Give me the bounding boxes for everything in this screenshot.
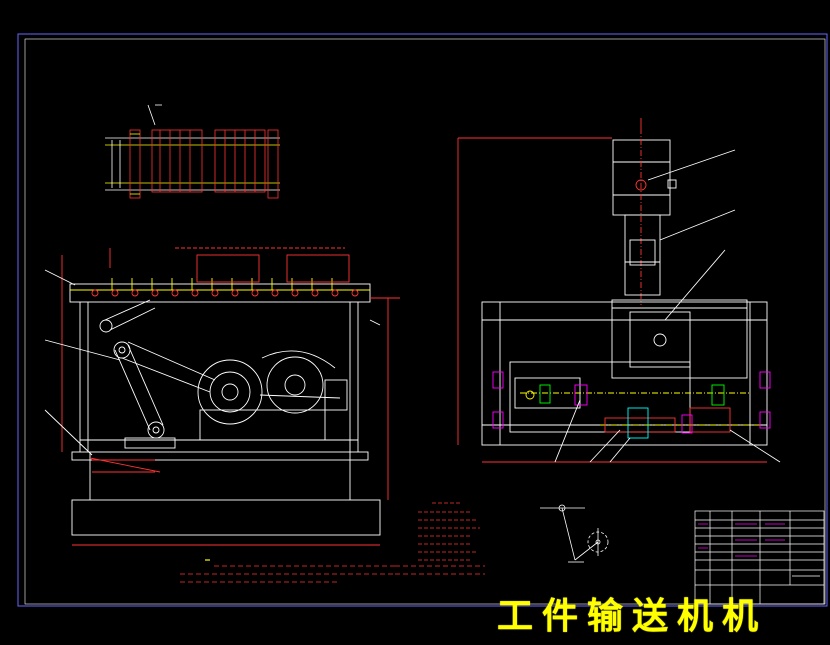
- top-view: [105, 104, 280, 199]
- mechanism-sketch: [540, 504, 609, 563]
- notes-block: [180, 559, 485, 583]
- drawing-frame: [17, 33, 828, 607]
- title-block: [694, 510, 825, 605]
- tech-spec-block: [418, 502, 480, 561]
- side-view: [457, 118, 781, 463]
- front-view: [44, 247, 400, 546]
- drawing-caption: 工件输送机机: [497, 595, 768, 637]
